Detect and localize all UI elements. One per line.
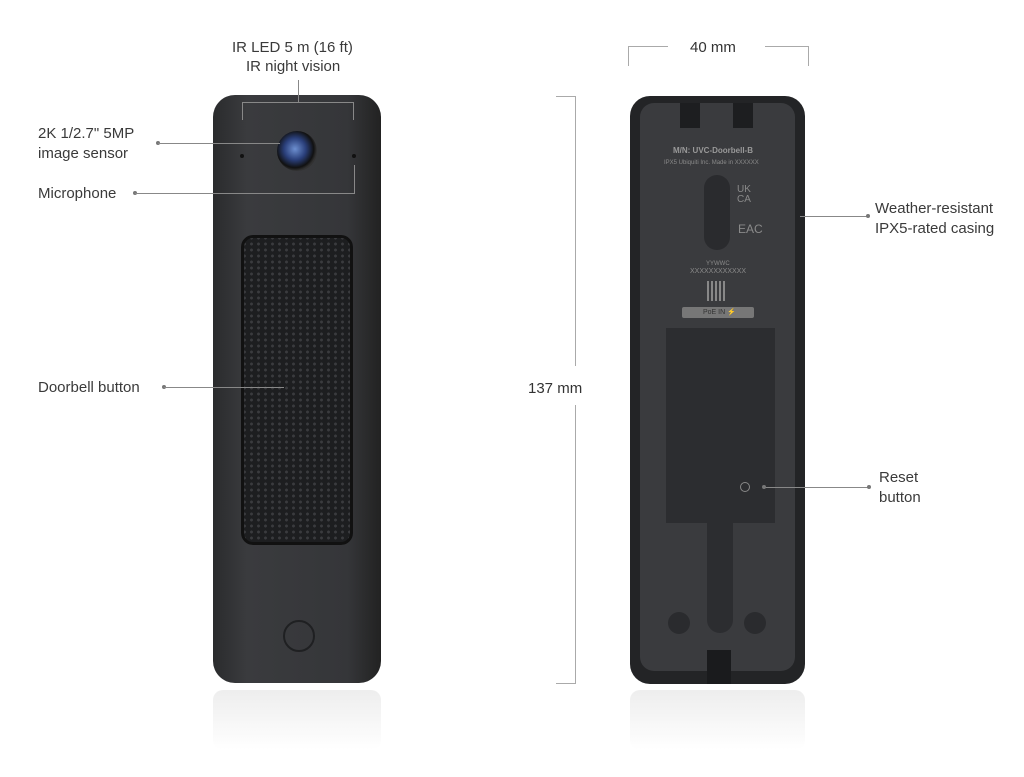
microphone-hole [352,154,356,158]
microphone-label: Microphone [38,185,117,202]
dimension-line [765,46,808,47]
leader-dot [762,485,766,489]
leader-line [353,102,354,120]
mount-tab [733,103,753,128]
reset-icon [740,482,750,492]
ir-night-label: IR night vision [246,58,341,75]
cert-ukca: UK CA [737,184,751,205]
mount-tab [680,103,700,128]
dimension-line [575,96,576,366]
leader-line [298,80,299,102]
leader-dot [866,214,870,218]
microphone-hole [240,154,244,158]
leader-line [800,216,868,217]
mount-slot [704,175,730,250]
front-reflection [213,690,381,750]
dimension-line [556,683,576,684]
screw-hole [744,612,766,634]
serial-text: XXXXXXXXXXXX [690,268,747,275]
reset-label: Reset [879,469,919,486]
dimension-line [628,46,629,66]
date-code: YYWWC [706,261,730,267]
leader-line [158,143,280,144]
dimension-line [808,46,809,66]
model-text: M/N: UVC-Doorbell-B [673,146,753,155]
sensor-label: 2K 1/2.7" 5MP [38,125,135,142]
dimension-line [556,96,576,97]
leader-line [354,165,355,193]
cable-channel [707,523,733,633]
poe-label: PoE IN ⚡ [703,309,736,316]
doorbell-label: Doorbell button [38,379,140,396]
cable-slot [666,328,775,523]
doorbell-button [241,235,353,545]
sensor-label-2: image sensor [38,145,129,162]
info-text: IPX5 Ubiquiti Inc. Made in XXXXXX [664,160,759,166]
dimension-line [575,405,576,683]
reset-label-2: button [879,489,921,506]
ubiquiti-logo [283,620,315,652]
screw-hole [668,612,690,634]
ir-led-label: IR LED 5 m (16 ft) [232,39,353,56]
bottom-notch [707,650,731,684]
casing-label: Weather-resistant [875,200,994,217]
leader-line [135,193,355,194]
leader-dot [867,485,871,489]
camera-lens [277,131,317,171]
casing-label-2: IPX5-rated casing [875,220,995,237]
dimension-line [628,46,668,47]
leader-line [164,387,284,388]
back-reflection [630,690,805,750]
width-dimension: 40 mm [690,39,736,56]
leader-line [764,487,869,488]
cert-eac: EAC [738,222,763,236]
leader-line [242,102,353,103]
height-dimension: 137 mm [528,380,583,397]
leader-line [242,102,243,120]
qr-code [707,281,727,301]
